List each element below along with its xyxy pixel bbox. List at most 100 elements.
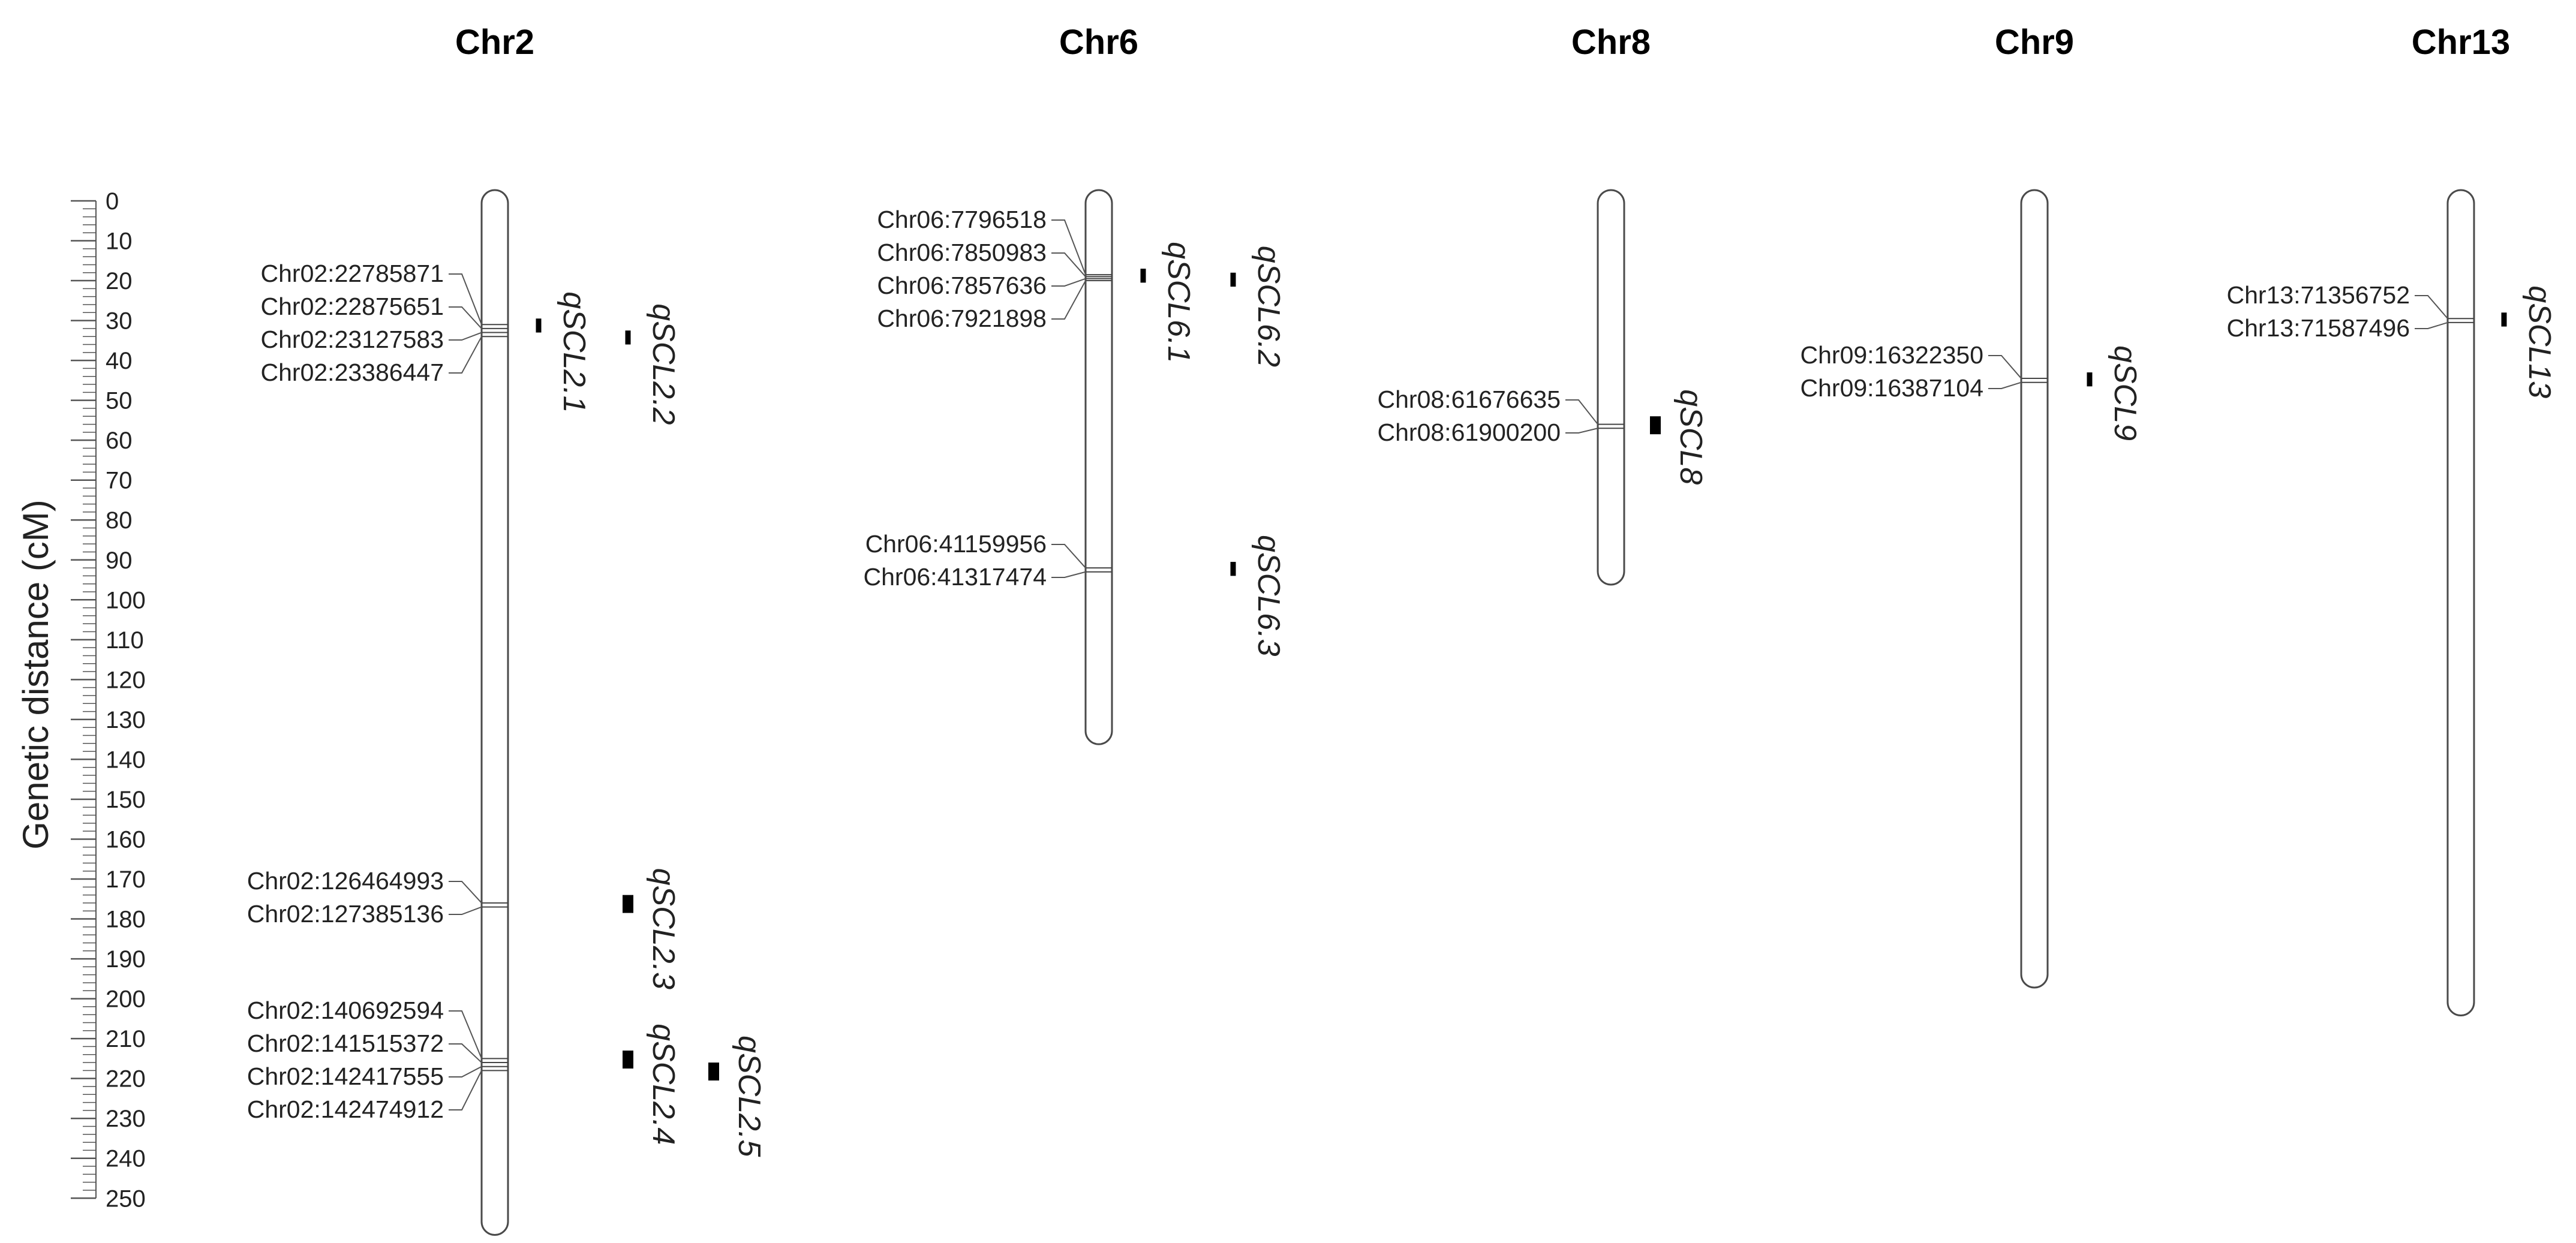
qtl-bar	[1230, 272, 1236, 287]
marker-label: Chr02:142474912	[247, 1095, 444, 1123]
marker-label: Chr06:7796518	[877, 206, 1047, 233]
axis-tick-label: 100	[106, 587, 146, 613]
marker-leader-line	[449, 906, 482, 915]
marker-leader-line	[449, 332, 482, 341]
qtl-bar	[2087, 372, 2093, 387]
qtl-label: qSCL2.5	[732, 1036, 767, 1157]
qtl-label: qSCL2.4	[646, 1024, 681, 1145]
marker-label: Chr02:127385136	[247, 900, 444, 928]
marker-leader-line	[1565, 399, 1598, 425]
qtl-bar	[625, 330, 631, 345]
qtl-label: qSCL2.1	[557, 291, 591, 413]
qtl-label: qSCL8	[1673, 389, 1708, 484]
axis-tick-label: 60	[106, 428, 133, 454]
marker-leader-line	[1051, 219, 1086, 275]
axis-tick-label: 130	[106, 707, 146, 733]
marker-label: Chr02:142417555	[247, 1063, 444, 1090]
qtl-label: qSCL6.3	[1251, 535, 1286, 656]
marker-label: Chr08:61900200	[1378, 419, 1561, 446]
qtl-bar	[1230, 562, 1236, 576]
axis-tick-label: 70	[106, 468, 133, 494]
chromosome-title: Chr13	[2412, 23, 2510, 62]
chromosome-body	[480, 189, 509, 1236]
axis-tick-label: 40	[106, 348, 133, 374]
genetic-distance-axis: Genetic distance (cM) 0 10 20 30 40 50 60 70 80 9…	[16, 188, 146, 1212]
marker-leader-line	[1988, 381, 2022, 389]
axis-tick-label: 30	[106, 308, 133, 335]
axis-tick-label: 80	[106, 507, 133, 534]
marker-label: Chr08:61676635	[1378, 386, 1561, 413]
chromosome-chr2: Chr2Chr02:22785871Chr02:22875651Chr02:23…	[247, 23, 767, 1236]
marker-label: Chr02:23386447	[261, 359, 444, 386]
marker-leader-line	[449, 881, 482, 904]
qtl-bar	[623, 1051, 633, 1069]
chromosome-chr6: Chr6Chr06:7796518Chr06:7850983Chr06:7857…	[864, 23, 1286, 745]
marker-label: Chr06:41317474	[864, 563, 1047, 591]
axis-tick-label: 170	[106, 866, 146, 893]
qtl-bar	[536, 318, 542, 333]
marker-label: Chr06:41159956	[865, 530, 1047, 558]
chromosomes: Chr2Chr02:22785871Chr02:22875651Chr02:23…	[247, 23, 2557, 1236]
axis-tick-label: 160	[106, 826, 146, 853]
qtl-bar	[1140, 269, 1146, 283]
marker-leader-line	[449, 336, 482, 374]
chromosome-body	[1084, 189, 1113, 745]
qtl-bar	[1650, 416, 1661, 435]
axis-title: Genetic distance (cM)	[16, 499, 56, 850]
qtl-bar	[708, 1063, 719, 1081]
marker-leader-line	[449, 1010, 482, 1059]
marker-leader-line	[2415, 321, 2448, 329]
qtl-bar	[2501, 312, 2507, 327]
marker-label: Chr13:71587496	[2227, 314, 2410, 342]
marker-leader-line	[449, 273, 482, 325]
marker-label: Chr09:16322350	[1801, 341, 1983, 369]
axis-tick-label: 200	[106, 986, 146, 1013]
marker-label: Chr02:23127583	[261, 326, 444, 353]
axis-tick-label: 240	[106, 1146, 146, 1172]
qtl-label: qSCL13	[2522, 285, 2557, 398]
qtl-label: qSCL2.3	[646, 868, 681, 989]
qtl-label: qSCL6.1	[1161, 242, 1196, 363]
marker-label: Chr02:126464993	[247, 867, 444, 895]
axis-tick-label: 220	[106, 1066, 146, 1092]
chromosome-body	[1597, 189, 1625, 586]
chromosome-title: Chr9	[1995, 23, 2074, 62]
marker-label: Chr06:7850983	[877, 239, 1047, 266]
chromosome-title: Chr6	[1059, 23, 1138, 62]
chromosome-body	[2446, 189, 2475, 1017]
marker-leader-line	[1988, 355, 2022, 379]
axis-tick-label: 90	[106, 547, 133, 574]
marker-leader-line	[1051, 544, 1086, 568]
axis-tick-label: 20	[106, 268, 133, 294]
chromosome-title: Chr8	[1571, 23, 1651, 62]
qtl-label: qSCL9	[2108, 345, 2142, 441]
marker-leader-line	[1051, 278, 1086, 287]
chromosome-title: Chr2	[455, 23, 534, 62]
marker-label: Chr02:22875651	[261, 293, 444, 320]
axis-tick-label: 120	[106, 667, 146, 693]
marker-leader-line	[1051, 571, 1086, 578]
marker-label: Chr02:22785871	[261, 260, 444, 287]
marker-label: Chr06:7921898	[877, 305, 1047, 332]
axis-tick-label: 210	[106, 1026, 146, 1052]
marker-leader-line	[1051, 252, 1086, 278]
axis-tick-label: 10	[106, 228, 133, 255]
axis-tick-label: 50	[106, 388, 133, 414]
marker-leader-line	[449, 1066, 482, 1078]
marker-leader-line	[449, 1043, 482, 1063]
axis-tick-label: 110	[106, 627, 144, 654]
axis-tick-label: 0	[106, 188, 119, 215]
axis-tick-label: 180	[106, 907, 146, 933]
chromosome-body	[2020, 189, 2049, 989]
axis-tick-label: 140	[106, 747, 146, 773]
axis-tick-label: 150	[106, 787, 146, 813]
marker-label: Chr09:16387104	[1801, 374, 1983, 402]
marker-leader-line	[1051, 280, 1086, 320]
marker-leader-line	[1565, 428, 1598, 434]
marker-leader-line	[449, 1070, 482, 1110]
qtl-bar	[623, 895, 633, 913]
